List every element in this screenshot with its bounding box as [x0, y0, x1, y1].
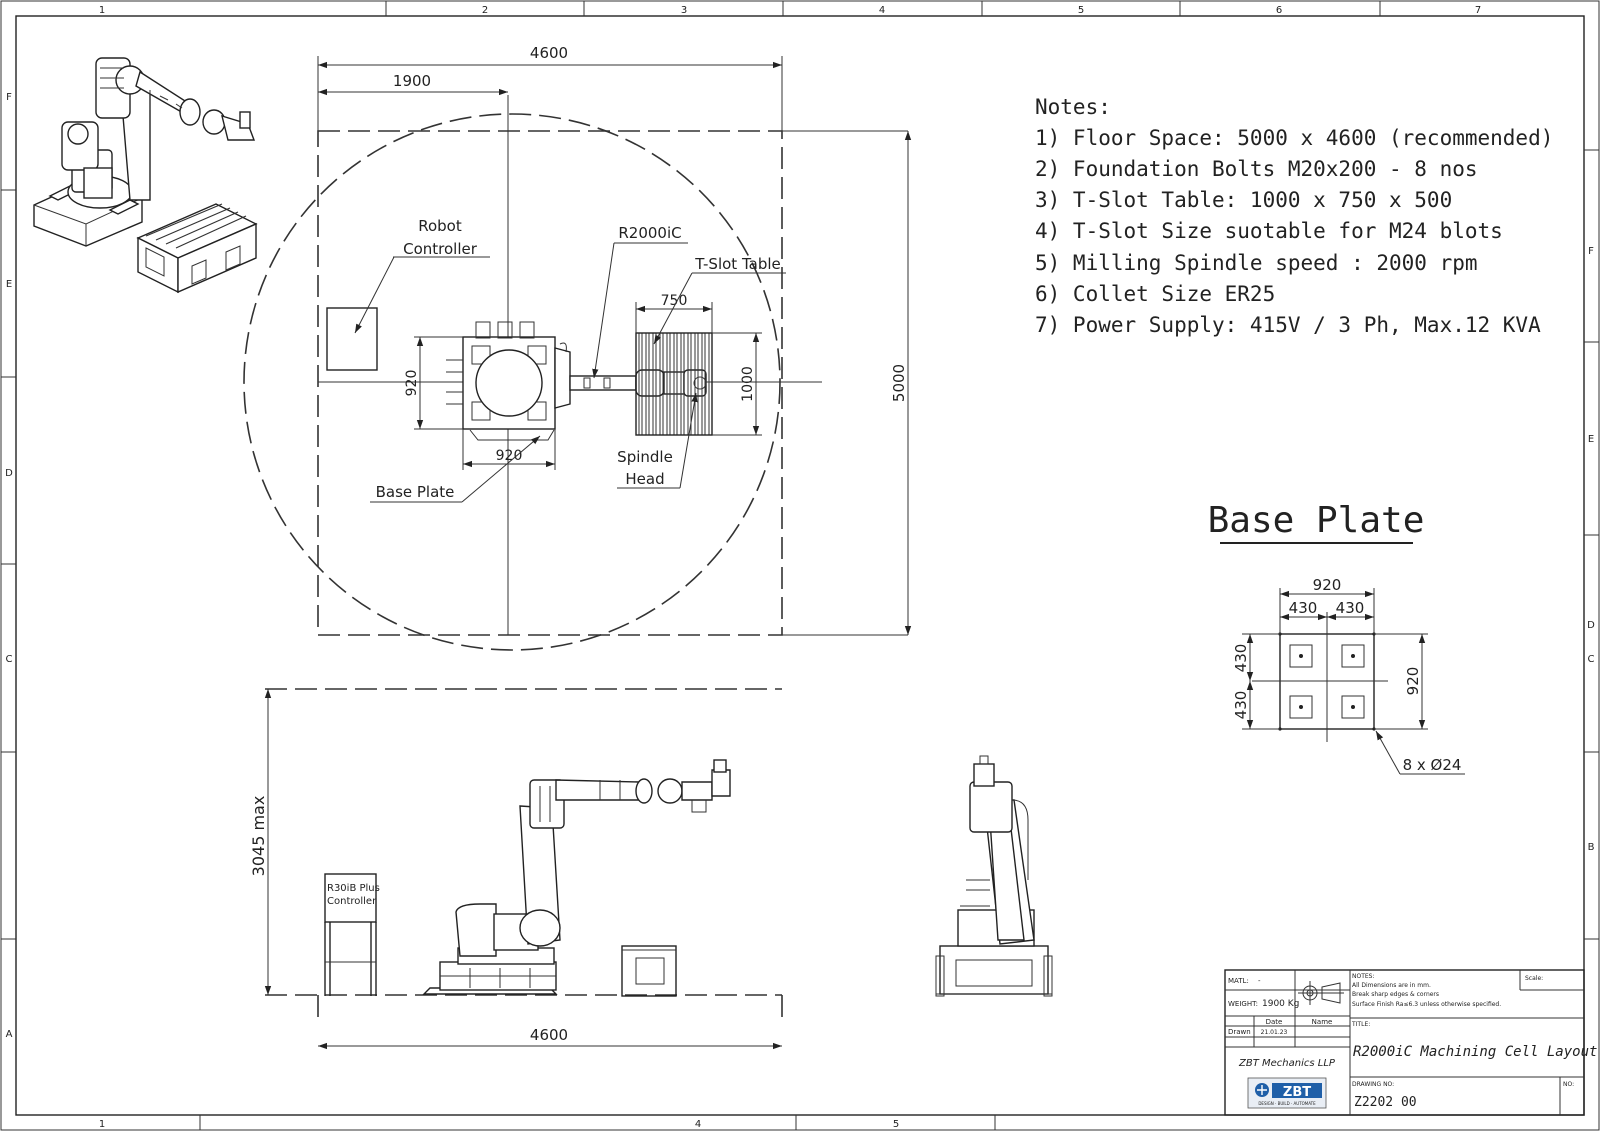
dim-table-width: 750 — [661, 293, 688, 309]
tslot-table-plan — [635, 332, 713, 436]
robot-front-elevation — [935, 755, 1053, 997]
drawn-label: Drawn — [1228, 1028, 1251, 1036]
no-label: NO: — [1563, 1081, 1574, 1088]
label-base-plate: Base Plate — [376, 483, 455, 501]
robot-base-plan — [446, 321, 571, 441]
dim-plate-overall-height: 920 — [1404, 667, 1422, 696]
zone-label-top: 6 — [1276, 5, 1282, 16]
projection-symbol-icon — [1298, 981, 1344, 1005]
name-column: Name — [1312, 1018, 1333, 1026]
zone-label-left: C — [6, 654, 13, 665]
title-block: MATL: - WEIGHT: 1900 Kg Date Name Drawn … — [1224, 969, 1597, 1116]
notes-heading: Notes: — [1035, 95, 1111, 119]
zone-label-left: D — [5, 468, 13, 479]
floor-space-boundary — [317, 130, 783, 636]
elevation-view: 3045 max 4600 R30iB Plus Controller — [249, 688, 1053, 1050]
zone-label-right: E — [1588, 434, 1594, 445]
note-item: 4) T-Slot Size suotable for M24 blots — [1035, 219, 1503, 243]
matl-label: MATL: — [1228, 977, 1249, 985]
date-column: Date — [1266, 1018, 1283, 1026]
dim-robot-offset: 1900 — [393, 72, 431, 90]
controller-label: Controller — [327, 896, 377, 907]
dim-plate-half: 430 — [1289, 599, 1318, 617]
label-robot-controller: Robot — [418, 217, 462, 235]
robot-controller-elevation: R30iB Plus Controller — [324, 873, 380, 996]
drawn-date: 21.01.23 — [1261, 1029, 1288, 1036]
label-robot-controller: Controller — [403, 240, 478, 258]
zone-label-bottom: 5 — [893, 1119, 899, 1130]
company-name: ZBT Mechanics LLP — [1238, 1058, 1336, 1069]
zone-label-right: B — [1588, 842, 1595, 853]
note-item: 6) Collet Size ER25 — [1035, 282, 1275, 306]
dim-plate-half-vertical: 430 — [1232, 691, 1250, 720]
dim-plate-half: 430 — [1336, 599, 1365, 617]
dim-elevation-height: 3045 max — [249, 796, 268, 877]
drawing-number: Z2202 00 — [1354, 1095, 1417, 1110]
title-label: TITLE: — [1351, 1021, 1370, 1028]
company-logo: ZBT DESIGN · BUILD · AUTOMATE — [1247, 1077, 1327, 1109]
notes-label: NOTES: — [1352, 973, 1375, 980]
matl-value: - — [1258, 977, 1261, 985]
tslot-table-isometric — [136, 203, 258, 294]
zone-label-left: E — [6, 279, 12, 290]
dim-table-length: 1000 — [740, 366, 756, 402]
label-spindle-head: Spindle — [617, 448, 673, 466]
zone-label-top: 7 — [1475, 5, 1481, 16]
note-item: 3) T-Slot Table: 1000 x 750 x 500 — [1035, 188, 1452, 212]
holes-callout: 8 x Ø24 — [1403, 756, 1462, 774]
isometric-view — [33, 57, 258, 294]
zone-label-bottom: 4 — [695, 1119, 701, 1130]
dim-overall-width: 4600 — [530, 44, 568, 62]
robot-side-elevation — [422, 759, 731, 995]
zone-label-bottom: 1 — [99, 1119, 105, 1130]
zone-label-left: A — [6, 1029, 13, 1040]
notes-line: Surface Finish Ra≤6.3 unless otherwise s… — [1352, 1001, 1501, 1008]
notes-block: Notes: 1) Floor Space: 5000 x 4600 (reco… — [1035, 95, 1553, 337]
dim-overall-depth: 5000 — [890, 364, 908, 402]
zone-label-top: 4 — [879, 5, 885, 16]
note-item: 2) Foundation Bolts M20x200 - 8 nos — [1035, 157, 1478, 181]
label-tslot-table: T-Slot Table — [694, 255, 781, 273]
dim-elevation-width: 4600 — [530, 1026, 568, 1044]
zone-label-left: F — [6, 92, 12, 103]
note-item: 7) Power Supply: 415V / 3 Ph, Max.12 KVA — [1035, 313, 1541, 337]
zone-label-top: 3 — [681, 5, 687, 16]
base-plate-detail: Base Plate 920 430 430 430 430 — [1208, 500, 1465, 775]
tslot-table-elevation — [621, 945, 677, 997]
zone-label-top: 2 — [482, 5, 488, 16]
dim-robot-base-vertical: 920 — [404, 370, 420, 397]
robot-controller-plan — [326, 307, 378, 371]
robot-isometric — [33, 57, 256, 247]
logo-tagline: DESIGN · BUILD · AUTOMATE — [1258, 1101, 1316, 1106]
dim-robot-base-horizontal: 920 — [496, 448, 523, 464]
drawing-title: R2000iC Machining Cell Layout — [1353, 1044, 1597, 1060]
drawing-no-label: DRAWING NO: — [1352, 1081, 1394, 1088]
controller-label: R30iB Plus — [327, 883, 380, 894]
label-robot-model: R2000iC — [618, 224, 681, 242]
plan-view: 4600 1900 5000 Robot Controller — [243, 44, 912, 651]
detail-title: Base Plate — [1208, 500, 1425, 541]
label-spindle-head: Head — [625, 470, 664, 488]
zone-label-right: D — [1587, 620, 1595, 631]
dim-plate-half-vertical: 430 — [1232, 644, 1250, 673]
zone-label-top: 5 — [1078, 5, 1084, 16]
notes-line: All Dimensions are in mm. — [1352, 982, 1431, 989]
note-item: 5) Milling Spindle speed : 2000 rpm — [1035, 251, 1478, 275]
zone-label-top: 1 — [99, 5, 105, 16]
zone-label-right: C — [1588, 654, 1595, 665]
notes-line: Break sharp edges & corners — [1352, 991, 1439, 998]
scale-label: Scale: — [1525, 975, 1543, 982]
weight-label: WEIGHT: — [1228, 1000, 1258, 1008]
logo-text: ZBT — [1283, 1085, 1311, 1100]
zone-label-right: F — [1588, 246, 1594, 257]
note-item: 1) Floor Space: 5000 x 4600 (recommended… — [1035, 126, 1553, 150]
dim-plate-overall-width: 920 — [1313, 576, 1342, 594]
weight-value: 1900 Kg — [1262, 999, 1299, 1009]
